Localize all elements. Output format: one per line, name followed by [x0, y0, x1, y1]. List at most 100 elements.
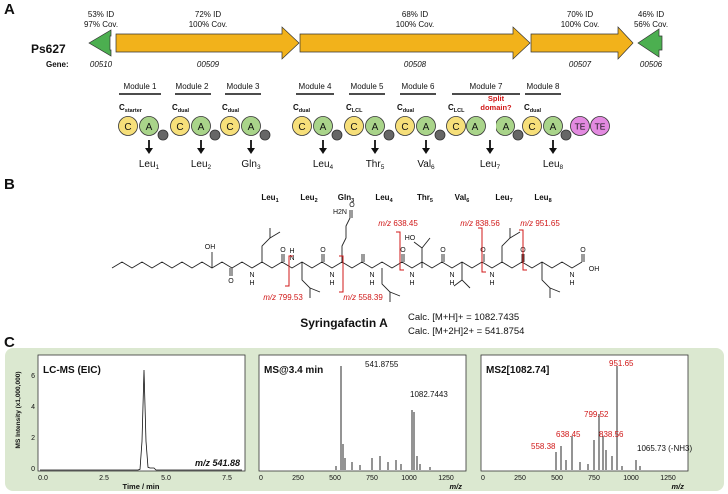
gene-3-id: 68% ID [402, 10, 428, 19]
ms2-frame [480, 354, 689, 472]
ms2-x-ticks: 0 250 500 750 1000 1250 [481, 475, 676, 482]
split-domain-line-1: Split [488, 94, 505, 103]
ms1-x-ticks: 0 250 500 750 1000 1250 [259, 475, 454, 482]
carbonyl-o: O [228, 278, 234, 285]
amide-h-6: H [449, 280, 454, 287]
a-letter: A [550, 122, 557, 133]
a-letter: A [372, 122, 379, 133]
x-tick: 1000 [623, 475, 639, 482]
x-tick: 0 [481, 475, 485, 482]
fatty-acid-chain [111, 261, 233, 269]
gene-4-cov: 100% Cov. [561, 20, 600, 29]
amide-h-7: H [489, 280, 494, 287]
c-letter: C [528, 122, 535, 133]
c-label-8: Cdual [524, 103, 542, 114]
gene-1-id: 53% ID [88, 10, 114, 19]
a-domain [416, 116, 436, 136]
x-tick: 1000 [401, 475, 417, 482]
gene-5-cov: 56% Cov. [634, 20, 668, 29]
c-label-6: Cdual [397, 103, 415, 114]
a-domain-split-left [466, 116, 486, 136]
amide-n-5: N [409, 272, 414, 279]
chemical-structure [111, 210, 585, 302]
amide-n-6: N [449, 272, 454, 279]
gene-3-cov: 100% Cov. [396, 20, 435, 29]
a-letter: A [146, 122, 153, 133]
residue-7: Leu7 [480, 159, 501, 171]
pcp-domain [259, 129, 271, 141]
module-7-domains [446, 116, 524, 141]
a-letter: A [320, 122, 327, 133]
c-domain [395, 116, 415, 136]
residue-5: Thr5 [366, 159, 385, 171]
gene-arrow-00508 [299, 26, 531, 60]
c-domain [220, 116, 240, 136]
y-tick: 6 [31, 373, 35, 380]
te-domain-1 [570, 116, 590, 136]
a-domain [313, 116, 333, 136]
module-1-domains [118, 116, 169, 141]
x-tick: 750 [588, 475, 600, 482]
lcms-plot: LC-MS (EIC) m/z 541.88 0.0 2.5 5.0 7.5 0… [31, 354, 246, 491]
fragment-838: m/z 838.56 [460, 219, 500, 228]
lcms-chromatogram [40, 369, 242, 471]
peptide-backbone [231, 261, 583, 269]
c-letter: C [124, 122, 131, 133]
gene-identity-labels: 53% ID 97% Cov. 72% ID 100% Cov. 68% ID … [84, 10, 668, 29]
ms2-label-951: 951.65 [609, 359, 634, 368]
substrate-labels: Leu1 Leu2 Gln3 Leu4 Thr5 Val6 Leu7 Leu8 [139, 159, 564, 171]
module-labels: Module 1 Module 2 Module 3 Module 4 Modu… [124, 82, 560, 91]
struct-res-7: Leu7 [495, 193, 512, 204]
pcp-domain [560, 129, 572, 141]
c-letter: C [401, 122, 408, 133]
side-chains [261, 210, 561, 302]
ms1-peak-label-1082: 1082.7443 [410, 390, 448, 399]
struct-res-3: Gln3 [338, 193, 354, 204]
carbonyl-o-f: O [480, 247, 486, 254]
x-tick: 1250 [660, 475, 676, 482]
c-domain [292, 116, 312, 136]
c-label-4: Cdual [293, 103, 311, 114]
module-4-label: Module 4 [299, 82, 332, 91]
compound-name: Syringafactin A [300, 316, 388, 330]
residue-4: Leu4 [313, 159, 334, 171]
gene-arrow-00509 [115, 26, 300, 60]
carbonyls [229, 254, 585, 276]
domain-letters: C A C A C A C A C A C A C A A C A TE TE [124, 122, 605, 134]
a-letter: A [423, 122, 430, 133]
residue-3: Gln3 [241, 159, 261, 171]
acid-oh: OH [589, 266, 600, 273]
module-6-label: Module 6 [402, 82, 435, 91]
pcp-domain [157, 129, 169, 141]
fragment-cleavages [285, 227, 527, 293]
pcp-domain [209, 129, 221, 141]
c-domain [344, 116, 364, 136]
hydroxyl-oh: OH [205, 244, 216, 251]
struct-res-8: Leu8 [534, 193, 551, 204]
ms2-label-838: 838.56 [599, 430, 624, 439]
gln-amide-h2n: H2N [333, 209, 347, 216]
c-letter: C [176, 122, 183, 133]
struct-res-4: Leu4 [375, 193, 393, 204]
amide-h-2: H [289, 248, 294, 255]
structure-residue-labels: Leu1 Leu2 Gln3 Leu4 Thr5 Val6 Leu7 Leu8 [261, 193, 551, 204]
module-6-domains [395, 116, 446, 141]
lcms-y-ticks: 0 2 4 6 [31, 373, 35, 473]
struct-res-5: Thr5 [417, 193, 433, 204]
c-domain [118, 116, 138, 136]
panel-c-label: C [4, 334, 15, 351]
split-domain-note: Split domain? [480, 94, 512, 112]
x-tick: 1250 [438, 475, 454, 482]
gene-3-name: 00508 [404, 60, 427, 69]
amide-h-1: H [249, 280, 254, 287]
x-tick: 7.5 [222, 475, 232, 482]
module-5-domains [344, 116, 395, 141]
x-tick: 250 [292, 475, 304, 482]
gene-arrow-00506 [637, 28, 663, 58]
c-letter: C [350, 122, 357, 133]
gene-5-id: 46% ID [638, 10, 664, 19]
module-8-label: Module 8 [527, 82, 560, 91]
amide-n-4: N [369, 272, 374, 279]
c-domain [522, 116, 542, 136]
ms2-peaks [555, 366, 641, 470]
